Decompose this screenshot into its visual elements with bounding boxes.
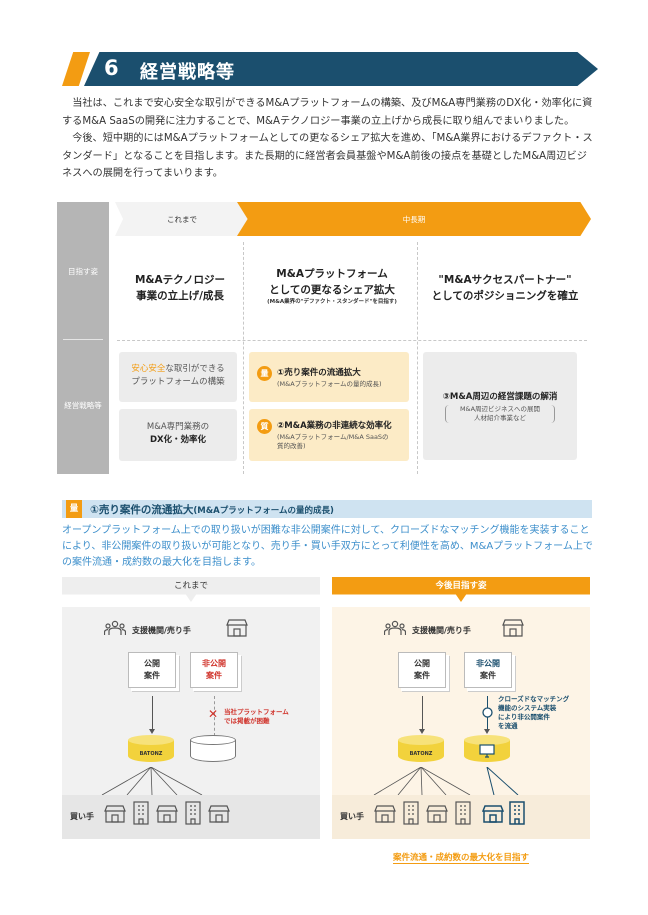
footnote-text: 案件流通・成約数の最大化を目指す [392, 853, 529, 864]
column-divider [243, 242, 244, 474]
public-deal-doc: 公開案件 [128, 652, 176, 688]
quantity-badge-icon: 量 [66, 500, 82, 518]
column-divider [417, 242, 418, 474]
building-icon [403, 801, 419, 825]
row-label-goal: 目指す姿 [68, 267, 98, 276]
check-circle-icon [482, 707, 493, 718]
goal-3: "M&Aサクセスパートナー" としてのポジショニングを確立 [421, 272, 589, 304]
goal-line: "M&Aサクセスパートナー" [438, 274, 572, 286]
long-term-sub: 人材紹介事業など [474, 414, 526, 422]
building-icon [185, 801, 201, 825]
batonz-platform-icon: BATONZ [128, 735, 174, 765]
phase-future-arrow: 中長期 [237, 202, 591, 236]
past-item-text: DX化・効率化 [149, 435, 207, 445]
long-term-item: ③M&A周辺の経営課題の解消 M&A周辺ビジネスへの展開人材紹介事業など [423, 352, 577, 460]
diagram-before: 支援機関/売り手 公開案件 非公開案件 ✕ 当社プラットフォームでは掲載が困難 … [62, 607, 320, 839]
header-bar [84, 52, 598, 86]
private-deal-doc: 非公開案件 [464, 652, 512, 688]
future-item-sub: (M&Aプラットフォーム/M&A SaaSの [277, 433, 389, 441]
flow-arrow [419, 696, 425, 734]
goal-sub: (M&A業界の"デファクト・スタンダード"を目指す) [267, 299, 397, 305]
private-deal-doc: 非公開案件 [190, 652, 238, 688]
row-label-strategy: 経営戦略等 [64, 401, 102, 410]
closed-matching-system-icon [464, 735, 510, 765]
blocked-flow-line [214, 696, 215, 736]
highlight-text: 安心安全 [131, 364, 166, 374]
intro-paragraph: 当社は、これまで安心安全な取引ができるM&Aプラットフォームの構築、及びM&A専… [62, 98, 593, 127]
flow-arrow [149, 696, 155, 734]
cross-icon: ✕ [208, 707, 219, 721]
people-icon [104, 620, 126, 635]
strategy-table: 目指す姿 経営戦略等 これまで 中長期 M&Aテクノロジー 事業の立上げ/成長 … [57, 202, 591, 474]
distribution-lines [373, 767, 519, 796]
divider [63, 339, 103, 340]
section-title: 経営戦略等 [140, 62, 235, 83]
phase-past-label: これまで [167, 215, 197, 224]
batonz-platform-icon: BATONZ [398, 735, 444, 765]
closed-matching-note: クローズドなマッチング 機能のシステム実装 により非公開案件 を流通 [498, 695, 570, 730]
goal-1: M&Aテクノロジー 事業の立上げ/成長 [117, 272, 243, 304]
future-item-sub: (M&Aプラットフォームの量的成長) [277, 380, 382, 388]
section-number: 6 [104, 56, 119, 80]
future-item-1: 量 ①売り案件の流通拡大 (M&Aプラットフォームの量的成長) [249, 352, 409, 402]
store-icon [374, 805, 396, 823]
quantity-badge-icon: 量 [257, 366, 272, 381]
goal-footnote: 案件流通・成約数の最大化を目指す [332, 851, 590, 864]
past-item-text: プラットフォームの構築 [131, 377, 225, 387]
buyer-label: 買い手 [70, 812, 94, 821]
row-label-column: 目指す姿 経営戦略等 [57, 202, 109, 474]
diagram-before-header: これまで [62, 577, 320, 602]
building-icon [509, 801, 525, 825]
past-item-1: 安心安全な取引ができる プラットフォームの構築 [119, 352, 237, 402]
blocked-note: 当社プラットフォームでは掲載が困難 [224, 708, 289, 725]
past-item-text: な取引ができる [165, 364, 225, 374]
future-item-2: 質 ②M&A業務の非連続な効率化 (M&Aプラットフォーム/M&A SaaSの質… [249, 409, 409, 461]
future-item-title: ②M&A業務の非連続な効率化 [277, 421, 392, 431]
future-item-sub: 質的改善) [277, 442, 306, 450]
store-icon [482, 805, 504, 823]
goal-2: M&Aプラットフォーム としての更なるシェア拡大 (M&A業界の"デファクト・ス… [247, 266, 417, 307]
store-icon [502, 619, 524, 637]
goal-line: M&Aテクノロジー [134, 274, 226, 286]
future-item-title: ①売り案件の流通拡大 [277, 368, 361, 378]
building-icon [133, 801, 149, 825]
goal-line: M&Aプラットフォーム [276, 268, 388, 280]
subsection-title-sub: (M&Aプラットフォームの量的成長) [193, 506, 334, 516]
goal-line: としての更なるシェア拡大 [269, 284, 395, 296]
goal-line: としてのポジショニングを確立 [431, 290, 579, 302]
past-item-2: M&A専門業務の DX化・効率化 [119, 409, 237, 461]
past-item-text: M&A専門業務の [146, 422, 210, 432]
intro-paragraph: 今後、短中期的にはM&Aプラットフォームとしての更なるシェア拡大を進め、「M&A… [62, 133, 593, 179]
section-header: 6 経営戦略等 [62, 52, 598, 86]
goal-line: 事業の立上げ/成長 [136, 290, 224, 302]
header-accent [62, 52, 90, 86]
long-term-sub: M&A周辺ビジネスへの展開 [459, 405, 541, 413]
phase-past-arrow: これまで [115, 202, 249, 236]
phase-future-label: 中長期 [402, 215, 426, 224]
subsection-title: ①売り案件の流通拡大 [90, 504, 194, 516]
monitor-icon [479, 744, 495, 758]
building-icon [455, 801, 471, 825]
store-icon [104, 805, 126, 823]
public-deal-doc: 公開案件 [398, 652, 446, 688]
quality-badge-icon: 質 [257, 419, 272, 434]
people-icon [384, 620, 406, 635]
diagram-after-header: 今後目指す姿 [332, 577, 590, 602]
store-icon [226, 619, 248, 637]
store-icon [426, 805, 448, 823]
subsection-header: 量 ①売り案件の流通拡大(M&Aプラットフォームの量的成長) [62, 500, 592, 518]
distribution-lines [101, 767, 203, 796]
store-icon [208, 805, 230, 823]
empty-platform-icon [190, 735, 236, 765]
seller-label: 支援機関/売り手 [412, 626, 471, 635]
intro-text: 当社は、これまで安心安全な取引ができるM&Aプラットフォームの構築、及びM&A専… [62, 95, 594, 183]
seller-label: 支援機関/売り手 [132, 626, 191, 635]
buyer-label: 買い手 [340, 812, 364, 821]
subsection-description: オープンプラットフォーム上での取り扱いが困難な非公開案件に対して、クローズドなマ… [62, 525, 593, 568]
row-divider [117, 340, 587, 341]
diagram-after: 支援機関/売り手 公開案件 非公開案件 クローズドなマッチング 機能のシステム実… [332, 607, 590, 839]
store-icon [156, 805, 178, 823]
long-term-title: ③M&A周辺の経営課題の解消 [442, 392, 558, 402]
